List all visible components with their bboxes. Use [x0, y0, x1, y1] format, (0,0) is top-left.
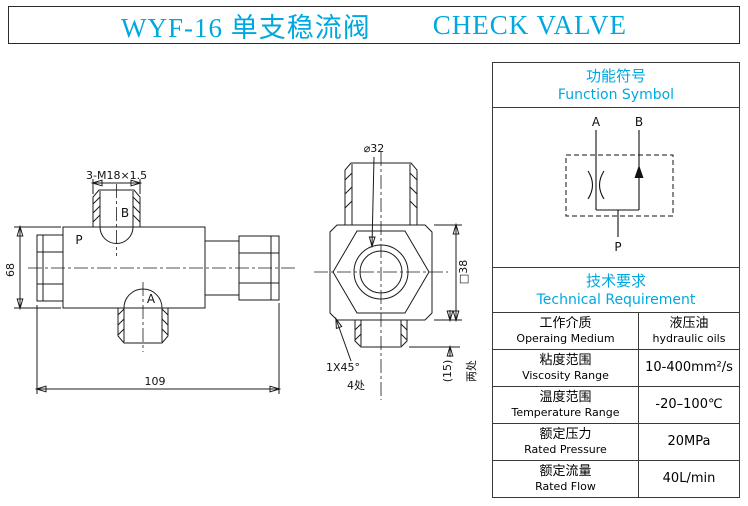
spec-label-zh: 额定流量	[539, 464, 592, 479]
spec-label: 额定压力 Rated Pressure	[493, 424, 639, 460]
dim-15-places-label: 两处	[465, 360, 478, 382]
technical-requirement-title-en: Technical Requirement	[536, 291, 696, 308]
spec-value-line1: 10-400mm²/s	[645, 360, 733, 375]
spec-row-rated-flow: 额定流量 Rated Flow 40L/min	[493, 461, 739, 497]
spec-label-zh: 工作介质	[539, 316, 592, 331]
symbol-port-p-label: P	[614, 240, 621, 254]
spec-row-operating-medium: 工作介质 Operaing Medium 液压油 hydraulic oils	[493, 313, 739, 350]
symbol-port-b-label: B	[635, 115, 643, 129]
port-b-label: B	[121, 206, 129, 220]
symbol-port-a-label: A	[592, 115, 601, 129]
chamfer-callout: 1X45° 4处	[326, 319, 365, 392]
spec-value-line1: 20MPa	[667, 434, 711, 449]
spec-table: 工作介质 Operaing Medium 液压油 hydraulic oils …	[493, 313, 739, 497]
title-bar: WYF-16 单支稳流阀 CHECK VALVE	[8, 6, 740, 44]
spec-panel: 功能符号 Function Symbol A B P 技术要求 Technica…	[492, 62, 740, 498]
front-view: B P A 3-M18×1.5 68 109	[4, 169, 296, 394]
dim-15-label: (15)	[441, 360, 454, 383]
spec-label-zh: 温度范围	[539, 390, 592, 405]
spec-label-en: Viscosity Range	[522, 369, 609, 382]
spec-value-line1: 40L/min	[662, 471, 716, 486]
thread-dim-label: 3-M18×1.5	[86, 169, 147, 182]
side-bottom-boss	[354, 320, 408, 348]
top-port	[92, 189, 141, 244]
spec-label-en: Rated Flow	[535, 480, 596, 493]
bottom-port	[117, 288, 169, 344]
port-p-label: P	[75, 233, 82, 247]
depth-dimension-15: (15) 两处	[409, 310, 478, 382]
technical-requirement-header: 技术要求 Technical Requirement	[493, 268, 739, 313]
valve-name-en: CHECK VALVE	[432, 9, 628, 40]
function-symbol-header: 功能符号 Function Symbol	[493, 63, 739, 108]
dim-68-label: 68	[4, 263, 17, 277]
thread-dimension: 3-M18×1.5	[86, 169, 147, 194]
technical-requirement-title-zh: 技术要求	[585, 271, 646, 290]
spec-value: 10-400mm²/s	[639, 350, 739, 386]
hex-nut	[332, 230, 430, 314]
square-body	[329, 224, 433, 321]
dim-dia32-label: ⌀32	[364, 142, 385, 155]
hydraulic-symbol: A B P	[565, 115, 674, 254]
height-dimension-68: 68	[4, 227, 61, 308]
spec-label: 工作介质 Operaing Medium	[493, 313, 639, 349]
side-top-boss	[344, 162, 418, 225]
spec-row-temperature-range: 温度范围 Temperature Range -20–100℃	[493, 387, 739, 424]
function-symbol-diagram: A B P	[493, 108, 739, 268]
spec-label: 温度范围 Temperature Range	[493, 387, 639, 423]
square-dimension-38: □38	[434, 225, 470, 320]
symbol-lines	[595, 129, 640, 237]
port-a-label: A	[147, 292, 156, 306]
function-symbol-title-zh: 功能符号	[585, 66, 646, 85]
spec-value: 40L/min	[639, 461, 739, 497]
spec-label-en: Temperature Range	[511, 406, 620, 419]
spec-value: 液压油 hydraulic oils	[639, 313, 739, 349]
spec-value: 20MPa	[639, 424, 739, 460]
bore-outer-circle	[353, 244, 409, 300]
bore-inner-circle	[359, 250, 403, 294]
spec-value-line2: hydraulic oils	[652, 332, 726, 345]
spec-label: 粘度范围 Viscosity Range	[493, 350, 639, 386]
chamfer-places-label: 4处	[347, 379, 365, 392]
dim-sq38-label: □38	[457, 260, 470, 284]
spec-label-en: Operaing Medium	[516, 332, 615, 345]
spec-label: 额定流量 Rated Flow	[493, 461, 639, 497]
spec-row-viscosity-range: 粘度范围 Viscosity Range 10-400mm²/s	[493, 350, 739, 387]
valve-body	[62, 226, 206, 309]
spec-value: -20–100℃	[639, 387, 739, 423]
length-dimension-109: 109	[37, 303, 279, 394]
spec-label-en: Rated Pressure	[524, 443, 607, 456]
side-view: ⌀32 □38 (15) 两处 1X45° 4处	[314, 142, 478, 400]
spec-row-rated-pressure: 额定压力 Rated Pressure 20MPa	[493, 424, 739, 461]
dim-109-label: 109	[145, 375, 166, 388]
function-symbol-title-en: Function Symbol	[557, 86, 675, 103]
spec-label-zh: 粘度范围	[539, 353, 592, 368]
check-valve-arrow	[634, 164, 644, 178]
spec-value-line1: 液压油	[669, 316, 709, 331]
valve-model-title: WYF-16 单支稳流阀	[120, 12, 371, 43]
left-end-cap	[36, 234, 64, 302]
right-end-cap	[204, 235, 280, 301]
throttle-symbol	[587, 170, 605, 199]
chamfer-label: 1X45°	[326, 361, 360, 374]
spec-label-zh: 额定压力	[539, 427, 592, 442]
symbol-enclosure	[565, 154, 674, 216]
spec-value-line1: -20–100℃	[655, 397, 723, 412]
diameter-dimension-32: ⌀32	[364, 142, 385, 246]
